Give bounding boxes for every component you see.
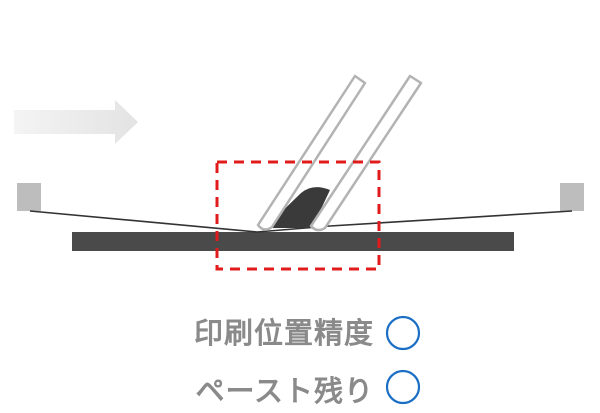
circle-mark-icon xyxy=(385,369,421,405)
stencil-line xyxy=(29,210,573,233)
rating-label: ペースト残り xyxy=(195,374,374,408)
squeegee-blade-right xyxy=(309,74,423,232)
rating-row-paste-residue: ペースト残り xyxy=(0,369,600,413)
direction-arrow xyxy=(14,100,138,144)
right-frame-block xyxy=(560,183,584,211)
substrate-table xyxy=(72,232,514,251)
circle-mark-icon xyxy=(385,315,421,351)
squeegee-blade-left xyxy=(256,74,367,231)
rating-row-print-accuracy: 印刷位置精度 xyxy=(0,311,600,355)
solder-paste xyxy=(265,187,330,228)
rating-label: 印刷位置精度 xyxy=(193,316,374,350)
focus-area-box xyxy=(215,160,381,271)
squeegee xyxy=(256,74,423,232)
left-frame-block xyxy=(17,183,41,211)
